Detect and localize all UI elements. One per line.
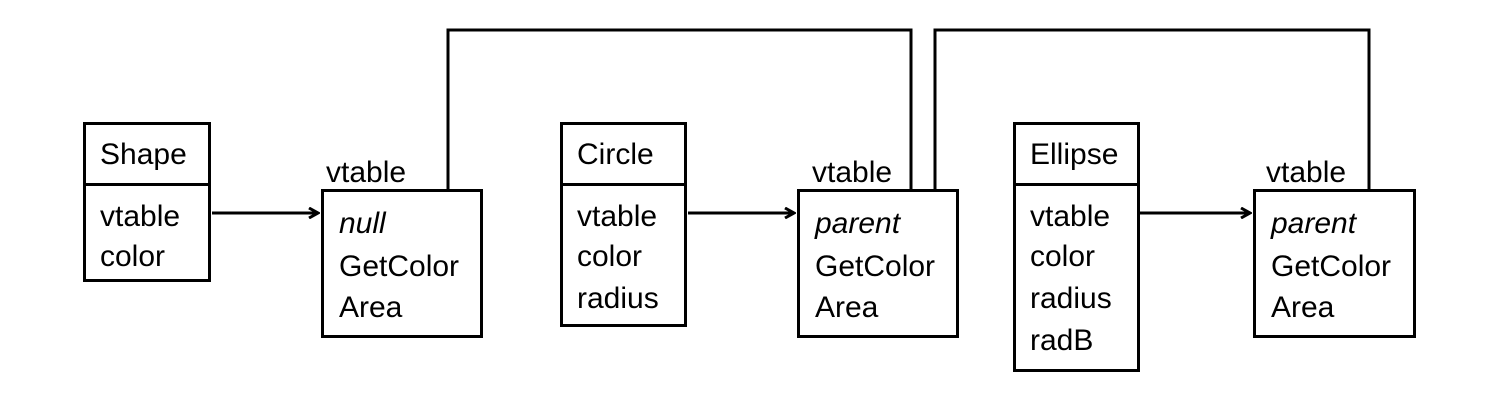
- ellipse-vtable-entry-parent: parent: [1271, 207, 1357, 240]
- shape-vtable-label: vtable: [326, 156, 407, 189]
- ellipse-field-color: color: [1030, 240, 1096, 273]
- circle-field-vtable: vtable: [577, 200, 658, 233]
- ellipse-vtable-entry-area: Area: [1271, 291, 1335, 324]
- shape-object-title: Shape: [100, 138, 187, 171]
- circle-object-header: Circle: [563, 125, 684, 186]
- circle-vtable-label: vtable: [812, 156, 893, 189]
- shape-vtable-entry-getcolor: GetColor: [339, 250, 460, 283]
- circle-field-color: color: [577, 240, 643, 273]
- ellipse-field-radb: radB: [1030, 324, 1094, 357]
- ellipse-object-title: Ellipse: [1030, 138, 1119, 171]
- circle-vtable-entry-area: Area: [815, 291, 879, 324]
- ellipse-vtable-box: parent GetColor Area: [1253, 189, 1416, 338]
- arrow-ellipse-parent-to-circle-vtable: [935, 28, 1371, 214]
- ellipse-field-radius: radius: [1030, 282, 1112, 315]
- ellipse-object-header: Ellipse: [1016, 125, 1137, 186]
- shape-vtable-entry-null: null: [339, 207, 386, 240]
- shape-vtable-box: null GetColor Area: [321, 189, 483, 338]
- ellipse-object-box: Ellipse vtable color radius radB: [1013, 122, 1140, 372]
- shape-field-vtable: vtable: [100, 200, 181, 233]
- circle-field-radius: radius: [577, 282, 659, 315]
- circle-vtable-entry-parent: parent: [815, 207, 901, 240]
- ellipse-field-vtable: vtable: [1030, 200, 1111, 233]
- shape-object-box: Shape vtable color: [83, 122, 211, 282]
- circle-vtable-entry-getcolor: GetColor: [815, 250, 936, 283]
- shape-object-header: Shape: [86, 125, 208, 186]
- circle-vtable-box: parent GetColor Area: [797, 189, 959, 338]
- circle-object-box: Circle vtable color radius: [560, 122, 687, 327]
- shape-vtable-entry-area: Area: [339, 291, 403, 324]
- ellipse-vtable-label: vtable: [1266, 156, 1347, 189]
- ellipse-vtable-entry-getcolor: GetColor: [1271, 250, 1392, 283]
- arrow-circle-parent-to-shape-vtable: [448, 28, 913, 214]
- circle-object-title: Circle: [577, 138, 654, 171]
- shape-field-color: color: [100, 240, 166, 273]
